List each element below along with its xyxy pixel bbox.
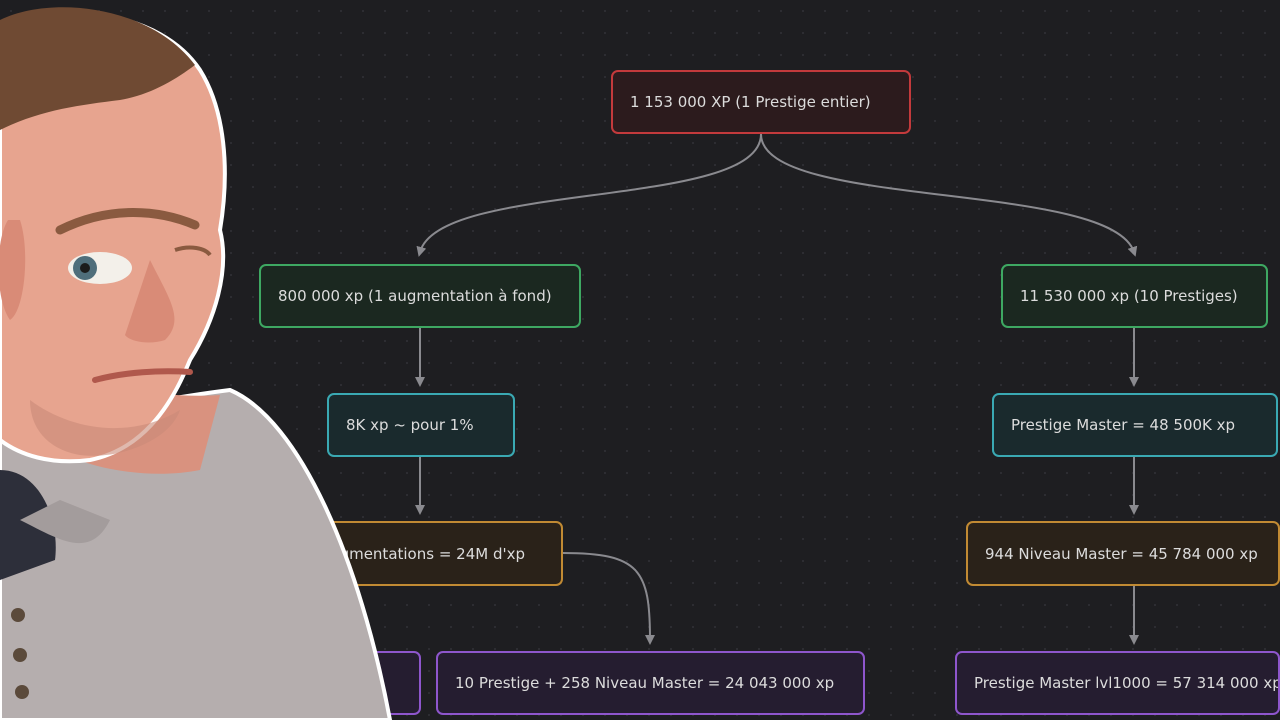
node-right-purple-label: Prestige Master lvl1000 = 57 314 000 xp	[974, 674, 1280, 692]
node-left-orange-label: Augmentations = 24M d'xp	[319, 544, 525, 563]
node-left-green-label: 800 000 xp (1 augmentation à fond)	[278, 287, 552, 305]
node-right-orange-label: 944 Niveau Master = 45 784 000 xp	[985, 544, 1258, 563]
node-right-teal: Prestige Master = 48 500K xp	[992, 393, 1278, 457]
edge-root-to-right-green	[760, 133, 1138, 257]
node-center-purple: 10 Prestige + 258 Niveau Master = 24 043…	[436, 651, 865, 715]
node-right-green-label: 11 530 000 xp (10 Prestiges)	[1020, 287, 1238, 305]
node-root-label: 1 153 000 XP (1 Prestige entier)	[630, 93, 871, 111]
node-root: 1 153 000 XP (1 Prestige entier)	[611, 70, 911, 134]
streamer-face-icon	[0, 7, 393, 720]
node-right-teal-label: Prestige Master = 48 500K xp	[1011, 416, 1236, 434]
node-left-green: 800 000 xp (1 augmentation à fond)	[259, 264, 581, 328]
edge-left-orange-to-center-purple	[562, 552, 655, 645]
node-center-purple-label: 10 Prestige + 258 Niveau Master = 24 043…	[455, 674, 835, 692]
edge-root-to-left-green	[416, 133, 762, 257]
node-right-orange: 944 Niveau Master = 45 784 000 xp	[966, 521, 1280, 586]
node-left-teal-label: 8K xp ~ pour 1%	[346, 416, 474, 434]
node-right-purple: Prestige Master lvl1000 = 57 314 000 xp	[955, 651, 1280, 715]
node-left-teal: 8K xp ~ pour 1%	[327, 393, 515, 457]
node-right-green: 11 530 000 xp (10 Prestiges)	[1001, 264, 1268, 328]
